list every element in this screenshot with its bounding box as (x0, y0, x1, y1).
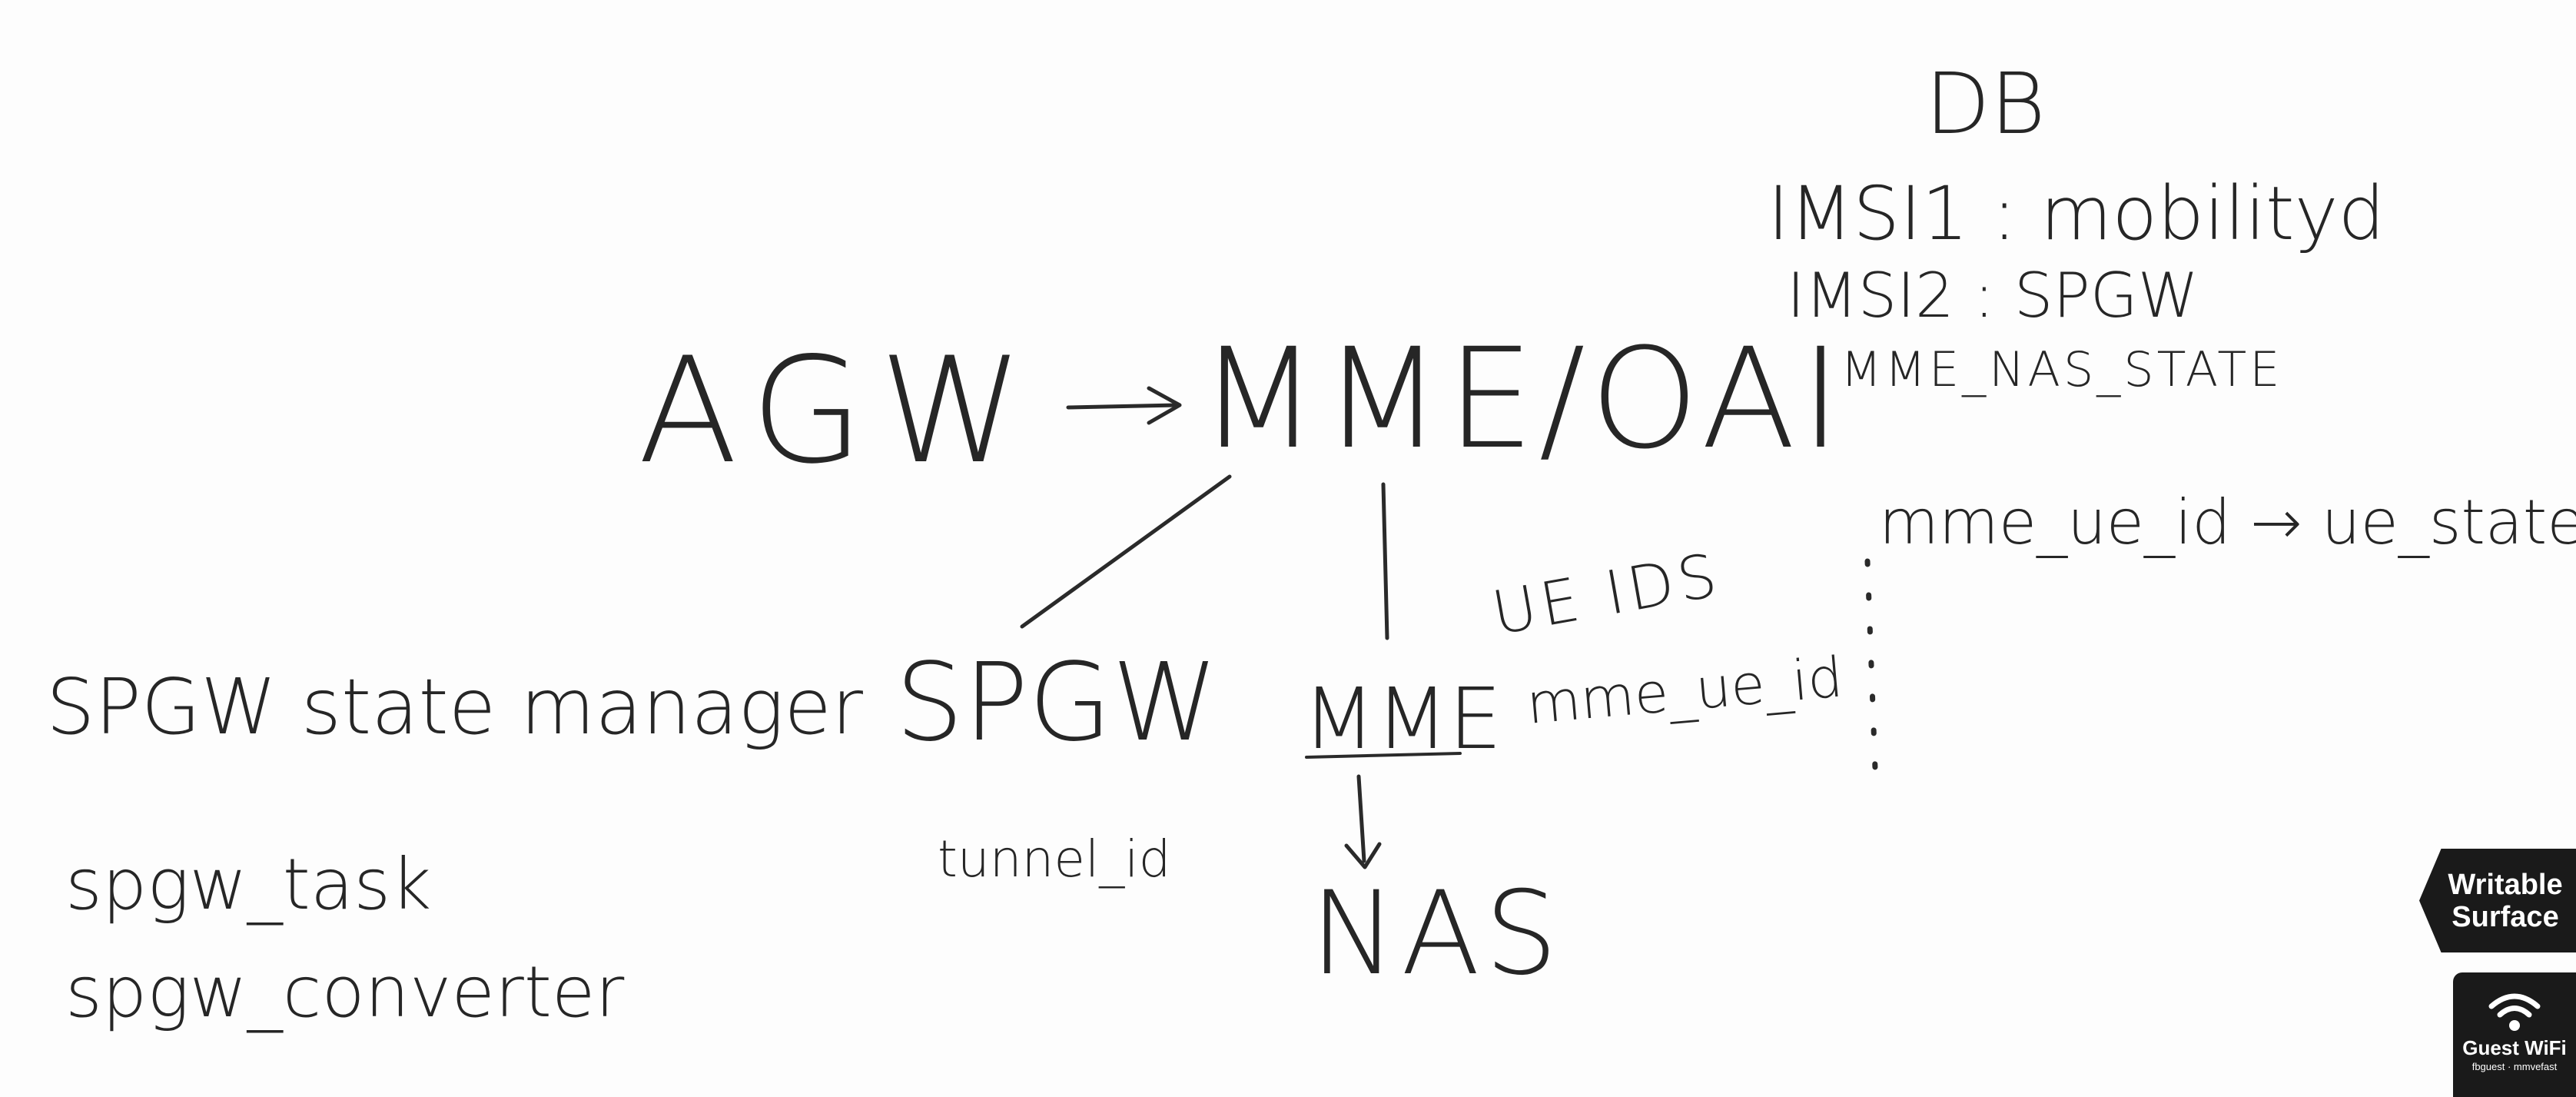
agw-label: AGW (638, 326, 1039, 496)
agw-to-mme-arrow-shaft (1066, 403, 1178, 410)
mme-to-nas-arrowhead (1344, 842, 1382, 869)
spgw-tunnel-id: tunnel_id (938, 829, 1171, 889)
spgw-task-note: spgw_task (65, 843, 432, 926)
agw-to-mme-arrowhead (1147, 386, 1182, 425)
wifi-icon (2453, 989, 2576, 1036)
mme-underline (1305, 752, 1462, 759)
db-heading: DB (1925, 55, 2046, 153)
mme-oai-label: MME/OAI (1199, 319, 1846, 480)
writable-surface-sticker: Writable Surface (2419, 849, 2576, 952)
db-entry-imsi1: IMSI1 : mobilityd (1768, 171, 2385, 257)
guest-wifi-credentials: fbguest · mmvefast (2471, 1061, 2558, 1072)
spgw-state-manager-note: SPGW state manager (46, 662, 864, 752)
spgw-label: SPGW (895, 640, 1219, 766)
spgw-converter-note: spgw_converter (65, 951, 625, 1033)
mme-ue-id-mapping: mme_ue_id → ue_state (1879, 487, 2576, 558)
mme-label: MME (1303, 670, 1502, 768)
guest-wifi-sticker: Guest WiFi fbguest · mmvefast (2453, 972, 2576, 1097)
mme-to-nas-arrow-shaft (1356, 774, 1366, 863)
mme-to-mme-line (1381, 482, 1389, 640)
guest-wifi-title: Guest WiFi (2462, 1036, 2567, 1059)
nas-label: NAS (1310, 867, 1563, 1001)
db-entry-mme-nas-state: MME_NAS_STATE (1841, 341, 2283, 397)
mme-to-spgw-line (1020, 474, 1232, 629)
db-entry-imsi2: IMSI2 : SPGW (1787, 260, 2199, 331)
writable-label: Writable (2448, 869, 2563, 901)
surface-label: Surface (2452, 901, 2559, 933)
dotted-separator (1864, 558, 1878, 772)
